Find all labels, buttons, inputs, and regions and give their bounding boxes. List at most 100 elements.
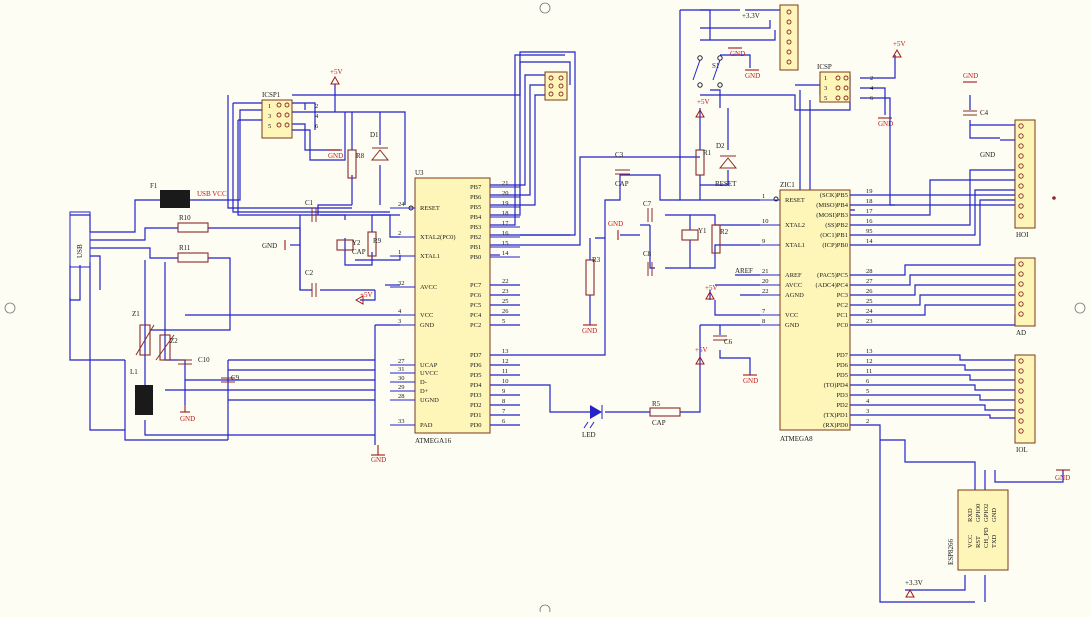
zic1-right-pin-name: (RX)PD0 (823, 422, 848, 429)
zic1-name: ATMEGA8 (780, 435, 813, 443)
usb-connector: USB (69, 211, 91, 268)
header-pin (1018, 388, 1024, 394)
gnd-label-s1: GND (730, 50, 745, 58)
header-pin (1018, 153, 1024, 159)
r10-label: R10 (179, 214, 191, 222)
gnd-symbol-xtal2: GND (608, 220, 623, 240)
vcc-symbol-avcc: +5V (354, 291, 373, 305)
header-pin (1018, 291, 1024, 297)
resistor-r1: R1 (695, 149, 712, 176)
gnd-label-icsp1: GND (328, 152, 343, 160)
zic1-right-pin-num: 2 (866, 418, 869, 425)
wires (69, 9, 1064, 603)
zic1-left-pin-num: 10 (762, 218, 769, 225)
d1-label: D1 (370, 131, 379, 139)
zic1-right-pin-name: PD5 (836, 372, 848, 379)
u3-left-pins: 24RESET2XTAL2(PC0)1XTAL132AVCC4VCC3GND27… (390, 201, 456, 429)
u3-right-pin-num: 21 (502, 180, 509, 187)
u3-right-pin-name: PB1 (470, 244, 481, 251)
r3-label: R3 (592, 256, 601, 264)
capacitor-c2: C2 (305, 269, 317, 297)
iol-label: IOL (1016, 446, 1028, 454)
c10-label: C10 (198, 356, 210, 364)
u3-right-pin-num: 26 (502, 308, 509, 315)
zic1-left-pin-name: AREF (785, 272, 802, 279)
p5v-label-r5: +5V (695, 346, 708, 354)
gnd-label-c4-top: GND (963, 72, 978, 80)
c7-label: C7 (643, 200, 652, 208)
u3-left-pin-name: AVCC (420, 284, 437, 291)
icsp-pin6: 6 (870, 95, 874, 102)
u3-prog-header (544, 71, 568, 101)
u3-right-pin-num: 10 (502, 378, 509, 385)
hoi-header: HOI (1014, 119, 1036, 239)
zic1-right-pin-num: 11 (866, 368, 872, 375)
aref-net-label: AREF (735, 267, 753, 275)
capacitor-c8: C8 (643, 250, 653, 276)
capacitor-c10: C10 (178, 356, 210, 365)
u3-left-pin-num: 30 (398, 375, 405, 382)
zic1-left-pin-name: VCC (785, 312, 798, 319)
switch-s1[interactable]: S1 (692, 55, 723, 88)
u3-right-pin-num: 11 (502, 368, 508, 375)
zic1-ref: ZIC1 (780, 181, 795, 189)
iol-header: IOL (1014, 354, 1036, 454)
p5v-label-icsp1: +5V (330, 68, 343, 76)
u3-left-pin-num: 33 (398, 418, 405, 425)
zic1-right-pin-num: 4 (866, 398, 870, 405)
f1-label: F1 (150, 182, 158, 190)
u3-right-pin-name: PD3 (470, 392, 482, 399)
zic1-left-pin-num: 20 (762, 278, 769, 285)
zic1-left-pin-num: 9 (762, 238, 765, 245)
u3-left-pin-name: PAD (420, 422, 433, 429)
icsp-pin5: 5 (824, 95, 827, 102)
u3-right-pin-name: PD6 (470, 362, 482, 369)
u3-left-pin-num: 1 (398, 249, 401, 256)
resistor-r11: R11 (177, 244, 209, 263)
u3-right-pin-name: PD7 (470, 352, 482, 359)
zic1-right-pin-num: 5 (866, 388, 869, 395)
header-pin (1018, 428, 1024, 434)
zic1-left-pin-num: 21 (762, 268, 769, 275)
c1-label: C1 (305, 199, 314, 207)
u3-right-pin-num: 5 (502, 318, 505, 325)
zic1-right-pins: 19(SCK)PB518(MISO)PB417(MOSI)PB316(SS)PB… (815, 188, 880, 429)
zic1-right-pin-name: (TX)PD1 (823, 412, 848, 419)
u3-left-pin-name: VCC (420, 312, 433, 319)
p33v-top-label: +3.3V (742, 12, 760, 20)
esp-pin-label: RST (975, 536, 982, 548)
gnd-label-xtal: GND (262, 242, 277, 250)
zic1-right-pin-num: 12 (866, 358, 873, 365)
u3-right-pin-name: PB4 (470, 214, 482, 221)
gnd-symbol-xtal: GND (262, 240, 286, 250)
icsp1-pin6: 6 (315, 123, 319, 130)
zic1-right-pin-name: (SS)PB2 (825, 222, 848, 229)
gnd-label-esp: GND (1055, 474, 1070, 482)
icsp1-pin5: 5 (268, 123, 271, 130)
zic1-right-pin-name: PC0 (837, 322, 848, 329)
zic1-right-pin-num: 18 (866, 198, 873, 205)
zic1-left-pin-name: XTAL1 (785, 242, 805, 249)
header-pin (1018, 133, 1024, 139)
reset-label: RESET (715, 180, 737, 188)
header-pin (1018, 301, 1024, 307)
fuse-f1: F1 USB VCC (150, 182, 227, 208)
r2-label: R2 (720, 228, 729, 236)
c3-cap-label: CAP (615, 180, 629, 188)
u3-right-pin-num: 18 (502, 210, 509, 217)
zic1-right-pin-name: (ICP)PB0 (822, 242, 848, 249)
capacitor-c7: C7 (643, 200, 653, 222)
header-pin (1018, 418, 1024, 424)
gnd-symbol-c4: GND GND (963, 72, 995, 159)
zic1-right-pin-num: 28 (866, 268, 873, 275)
u3-left-pin-num: 28 (398, 393, 405, 400)
header-pin (1018, 183, 1024, 189)
gnd-symbol-c10: GND (180, 405, 195, 423)
u3-left-pin-name: D- (420, 379, 427, 386)
u3-right-pin-num: 23 (502, 288, 509, 295)
zic1-left-pin-num: 8 (762, 318, 765, 325)
u3-right-pin-num: 7 (502, 408, 506, 415)
ad-label: AD (1016, 329, 1026, 337)
u3-right-pin-name: PD1 (470, 412, 482, 419)
r5-label: R5 (652, 400, 661, 408)
